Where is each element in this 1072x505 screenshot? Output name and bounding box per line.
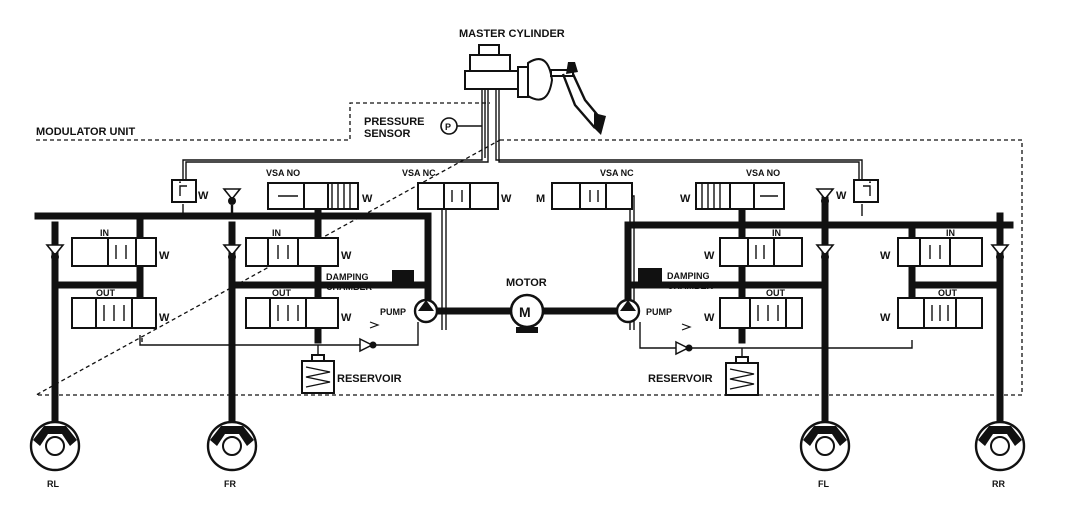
coil-symbol: W [704, 312, 715, 324]
wheel-label-fl: FL [818, 479, 829, 489]
wheel-label-rr: RR [992, 479, 1005, 489]
motor-symbol: M [519, 304, 531, 320]
check-valve-right-top [815, 188, 835, 205]
coil-symbol: W [341, 250, 352, 262]
flow-arrow-right [681, 323, 692, 331]
coil-symbol: M [536, 193, 545, 205]
in-valve-fr: W [245, 237, 352, 267]
vsa-no-valve-left: W [267, 182, 373, 210]
coil-symbol: W [159, 250, 170, 262]
relief-valve-right: W [836, 179, 879, 203]
coil-symbol: W [880, 312, 891, 324]
wheel-fr [206, 420, 258, 472]
return-check-valve-right [675, 340, 693, 356]
pressure-sensor-symbol: P [445, 122, 451, 132]
vsa-no-label-right: VSA NO [746, 168, 780, 178]
reservoir-label-left: RESERVOIR [337, 373, 402, 385]
out-valve-fl: W [704, 297, 803, 329]
damping-label-left-2: CHAMBER [326, 282, 372, 292]
pressure-sensor-label-2: SENSOR [364, 128, 411, 140]
damping-chamber-left [392, 270, 414, 288]
coil-symbol: W [704, 250, 715, 262]
master-cylinder [464, 44, 606, 135]
coil-symbol: W [836, 190, 847, 202]
pressure-sensor: P [440, 117, 482, 135]
in-valve-fl: W [704, 237, 803, 267]
coil-symbol: W [341, 312, 352, 324]
damping-chamber-right [638, 268, 662, 282]
coil-symbol: W [680, 193, 691, 205]
relief-valve-left: W [171, 179, 209, 203]
coil-symbol: W [362, 193, 373, 205]
pump-right [615, 298, 641, 324]
damping-label-left-1: DAMPING [326, 272, 369, 282]
out-label-4: OUT [938, 288, 958, 298]
wheel-rr [974, 420, 1026, 472]
vsa-no-valve-right: W [680, 182, 785, 210]
out-label-1: OUT [96, 288, 116, 298]
return-check-valve-left [359, 337, 377, 353]
wheel-rl [29, 420, 81, 472]
out-label-2: OUT [272, 288, 292, 298]
motor: M [509, 293, 545, 333]
vsa-nc-valve-left: W [417, 182, 512, 210]
wheel-label-rl: RL [47, 479, 59, 489]
modulator-unit-border [35, 102, 1023, 396]
out-valve-fr: W [245, 297, 352, 329]
flow-arrow-left [369, 321, 380, 329]
reservoir-label-right: RESERVOIR [648, 373, 713, 385]
check-valve-fr [222, 244, 242, 261]
in-label-4: IN [946, 228, 955, 238]
damping-label-right-1: DAMPING [667, 271, 710, 281]
in-label-3: IN [772, 228, 781, 238]
reservoir-right [725, 356, 759, 396]
master-cylinder-label: MASTER CYLINDER [459, 28, 565, 40]
in-label-1: IN [100, 228, 109, 238]
coil-symbol: W [198, 190, 209, 202]
in-label-2: IN [272, 228, 281, 238]
reservoir-left [301, 354, 335, 394]
master-line-right [495, 89, 863, 180]
pump-label-left: PUMP [380, 307, 406, 317]
vsa-nc-label-right: VSA NC [600, 168, 634, 178]
pump-left [413, 298, 439, 324]
coil-symbol: W [159, 312, 170, 324]
coil-symbol: W [880, 250, 891, 262]
out-valve-rr: W [880, 297, 983, 329]
check-valve-rr [990, 244, 1010, 261]
in-valve-rr: W [880, 237, 983, 267]
pressure-sensor-label-1: PRESSURE [364, 116, 425, 128]
master-line-left [182, 89, 486, 180]
check-valve-left-top [222, 188, 242, 216]
vsa-nc-valve-right: M [536, 182, 633, 210]
modulator-unit-label: MODULATOR UNIT [36, 126, 135, 138]
check-valve-rl [45, 244, 65, 261]
vsa-nc-label-left: VSA NC [402, 168, 436, 178]
motor-label: MOTOR [506, 277, 547, 289]
wheel-fl [799, 420, 851, 472]
wheel-label-fr: FR [224, 479, 236, 489]
out-valve-rl: W [71, 297, 170, 329]
pump-label-right: PUMP [646, 307, 672, 317]
in-valve-rl: W [71, 237, 170, 267]
out-label-3: OUT [766, 288, 786, 298]
damping-label-right-2: CHAMBER [667, 281, 713, 291]
coil-symbol: W [501, 193, 512, 205]
check-valve-fl [815, 244, 835, 261]
vsa-no-label-left: VSA NO [266, 168, 300, 178]
